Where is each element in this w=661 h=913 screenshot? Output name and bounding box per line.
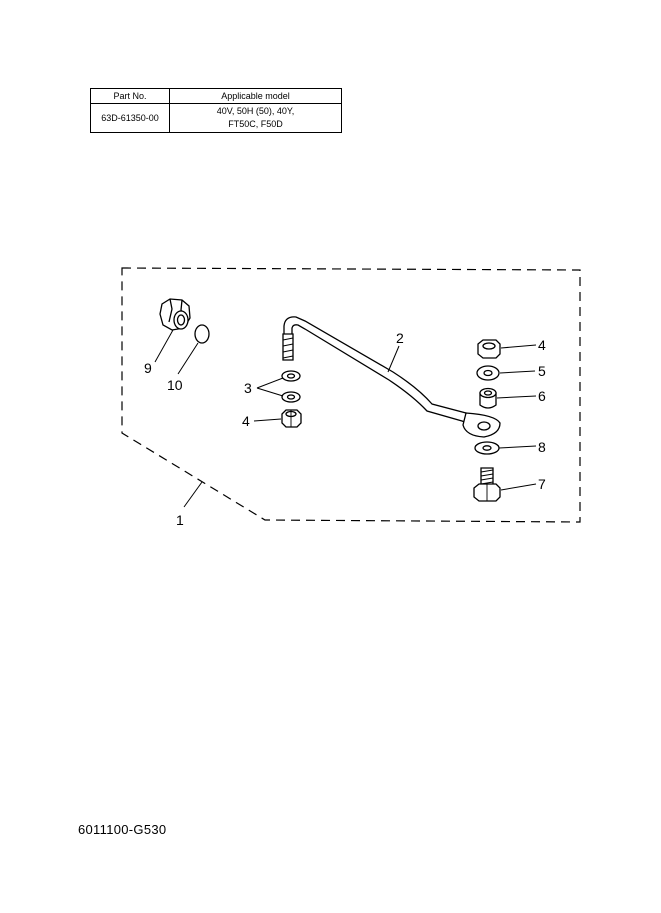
- callout-5: 5: [538, 363, 546, 379]
- callout-9: 9: [144, 360, 152, 376]
- bolt-part-7: [473, 467, 501, 502]
- collar-part-6: [479, 387, 497, 409]
- callout-3: 3: [244, 380, 252, 396]
- leader-lines: [154, 329, 537, 508]
- callout-7: 7: [538, 476, 546, 492]
- washer-part-8: [474, 441, 500, 455]
- kit-boundary: [121, 267, 581, 523]
- flange-nut-part-9: [159, 298, 191, 331]
- steering-rod-part-2: [282, 316, 501, 438]
- table-header-row: Part No. Applicable model: [90, 88, 342, 104]
- callout-4-left: 4: [242, 413, 250, 429]
- callout-2: 2: [396, 330, 404, 346]
- o-ring-part-10: [194, 324, 210, 344]
- washers-part-3: [281, 370, 301, 403]
- model-line-1: 40V, 50H (50), 40Y,: [216, 106, 295, 116]
- model-line-2: FT50C, F50D: [228, 119, 283, 129]
- document-code: 6011100-G530: [78, 822, 167, 837]
- callout-8: 8: [538, 439, 546, 455]
- washer-part-5: [476, 365, 500, 381]
- callout-4-right: 4: [538, 337, 546, 353]
- nut-part-4-left: [281, 409, 302, 428]
- applicable-model-cell: 40V, 50H (50), 40Y, FT50C, F50D: [169, 103, 342, 133]
- nut-part-4-right: [477, 339, 501, 359]
- callout-6: 6: [538, 388, 546, 404]
- table-row: 63D-61350-00 40V, 50H (50), 40Y, FT50C, …: [90, 103, 342, 133]
- parts-applicability-table: Part No. Applicable model 63D-61350-00 4…: [90, 88, 342, 133]
- callout-10: 10: [167, 377, 183, 393]
- callout-1: 1: [176, 512, 184, 528]
- part-number-cell: 63D-61350-00: [90, 103, 170, 133]
